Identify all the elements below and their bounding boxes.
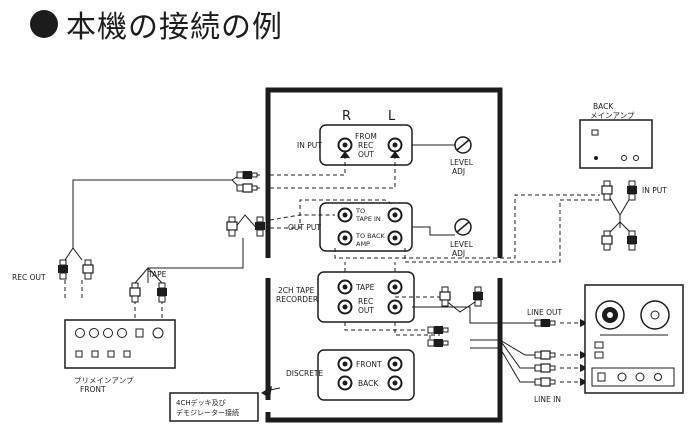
tape-recorder-label-2: RECORDER: [276, 295, 318, 304]
rec-out-jack-label-1: REC: [358, 297, 373, 306]
line-out-label: LINE OUT: [527, 308, 563, 317]
signal-arrows: [261, 151, 588, 398]
back-main-amp-label-1: BACK: [593, 102, 614, 111]
page-title: 本機の接続の例: [30, 0, 283, 48]
from-rec-out-label-1: FROM: [355, 132, 377, 141]
back-main-amp: [579, 119, 653, 169]
discrete-panel: [317, 349, 415, 401]
level-adj-label-1a: LEVEL: [450, 158, 474, 167]
from-rec-out-label-2: REC: [358, 141, 373, 150]
pre-main-amp-label-2: FRONT: [80, 385, 106, 394]
deck-note-label-1: 4CHデッキ及び: [176, 398, 226, 407]
to-back-amp-label-2: AMP: [356, 240, 370, 248]
level-adj-label-2a: LEVEL: [450, 240, 474, 249]
level-adj-knob-2: [454, 218, 472, 236]
rec-out-left-label: REC OUT: [12, 273, 46, 282]
discrete-label: DISCRETE: [286, 369, 324, 378]
channel-r-label: R: [342, 109, 351, 124]
level-adj-label-2b: ADJ: [452, 249, 465, 258]
back-label: BACK: [358, 379, 379, 388]
title-text: 本機の接続の例: [66, 10, 283, 45]
input-label: IN PUT: [297, 141, 322, 150]
dashed-wiring: [64, 155, 600, 383]
tape-left-label: TAPE: [147, 270, 167, 279]
from-rec-out-label-3: OUT: [358, 150, 374, 159]
deck-note-box: [169, 392, 259, 422]
to-back-amp-label-1: TO BACK: [355, 232, 385, 240]
back-amp-input-label: IN PUT: [642, 186, 667, 195]
line-in-label: LINE IN: [534, 395, 561, 404]
front-label: FRONT: [356, 360, 382, 369]
channel-l-label: L: [388, 109, 396, 124]
rec-out-jack-label-2: OUT: [358, 306, 374, 315]
level-adj-label-1b: ADJ: [452, 167, 465, 176]
bullet-icon: [30, 10, 58, 38]
pre-main-amp: [64, 319, 176, 369]
tape-deck: [584, 284, 684, 394]
back-main-amp-label-2: メインアンプ: [590, 111, 635, 120]
main-unit-frame: [265, 87, 503, 423]
to-tape-in-label-1: TO: [355, 207, 365, 215]
level-adj-knob-1: [454, 136, 472, 154]
tape-jack-label: TAPE: [355, 283, 375, 292]
pre-main-amp-label-1: プリメインアンプ: [74, 376, 134, 385]
deck-note-label-2: デモジレーター接続: [176, 408, 239, 417]
output-label: OUT PUT: [288, 223, 321, 232]
to-tape-in-label-2: TAPE IN: [355, 215, 381, 223]
tape-recorder-label-1: 2CH TAPE: [278, 286, 315, 295]
tape-recorder-panel: [317, 271, 415, 323]
